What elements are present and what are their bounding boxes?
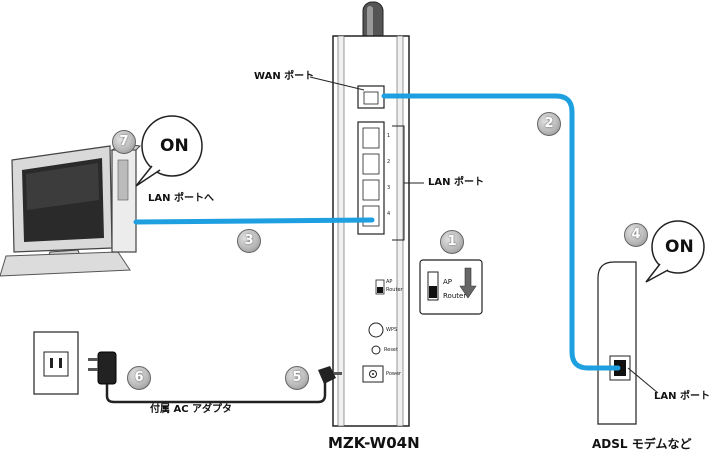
reset-label: Reset: [384, 347, 398, 353]
switch-detail-panel: [419, 259, 483, 315]
dc-plug: [318, 366, 342, 384]
modem-on-text: ON: [665, 237, 694, 257]
router-buttons: [362, 322, 384, 383]
wall-outlet: [33, 331, 79, 395]
step-6-badge: 6: [127, 366, 151, 390]
router-lan-ports: [357, 121, 385, 235]
pc-on-bubble: [135, 115, 203, 187]
wan-cable: [381, 93, 621, 371]
pc-monitor: [0, 145, 131, 277]
step-5-badge: 5: [285, 366, 309, 390]
port-2-label: 2: [387, 159, 391, 165]
switch-ap-label: AP: [386, 279, 393, 285]
lan-port-to-label: LAN ポートへ: [148, 193, 214, 204]
adapter-cord: [105, 382, 327, 404]
switch-router-label: Router: [386, 287, 403, 293]
ac-adapter: [88, 351, 117, 385]
lan-port-label: LAN ポート: [428, 177, 484, 188]
modem-lan-port-label: LAN ポート: [654, 391, 710, 402]
step-1-badge: 1: [440, 230, 464, 254]
port-4-label: 4: [387, 211, 391, 217]
port-1-label: 1: [387, 133, 391, 139]
router-model-label: MZK-W04N: [328, 434, 420, 452]
lan-cable: [133, 217, 375, 225]
port-3-label: 3: [387, 185, 391, 191]
power-label: Power: [386, 371, 402, 377]
modem-body: [597, 261, 637, 425]
mode-switch: [375, 279, 385, 295]
panel-ap-label: AP: [443, 278, 453, 286]
wps-label: WPS: [386, 327, 398, 333]
step-2-badge: 2: [537, 112, 561, 136]
pc-on-text: ON: [160, 136, 189, 156]
wan-port-label: WAN ポート: [254, 71, 315, 82]
panel-router-label: Router: [443, 292, 467, 300]
step-7-badge: 7: [112, 130, 136, 154]
wan-leader: [309, 76, 365, 91]
step-4-badge: 4: [624, 223, 648, 247]
modem-label: ADSL モデムなど: [592, 437, 692, 451]
pc-tower: [110, 143, 142, 253]
adapter-label: 付属 AC アダプタ: [150, 404, 233, 415]
modem-lan-leader: [627, 367, 659, 394]
step-3-badge: 3: [237, 229, 261, 253]
modem-on-bubble: [645, 220, 705, 283]
router-wan-port: [357, 85, 385, 109]
